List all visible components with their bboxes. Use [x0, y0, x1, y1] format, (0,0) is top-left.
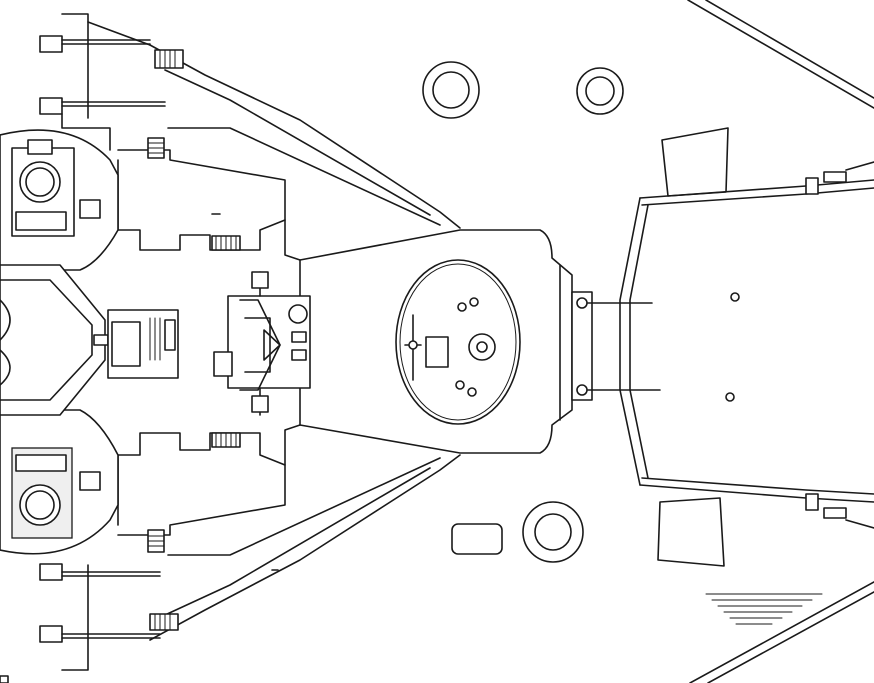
- hull-outline: [687, 0, 874, 683]
- director-platform: [395, 259, 521, 425]
- ladder: [147, 137, 241, 553]
- deck-hatching: [705, 593, 823, 625]
- forecastle-structure: [619, 127, 874, 567]
- turret-bottom: [0, 409, 119, 555]
- davit-group-top: [39, 13, 184, 151]
- breakwater: [571, 291, 661, 401]
- bridge-machinery: [213, 271, 311, 416]
- misc-marks: [0, 213, 279, 683]
- upper-deck-edge: [149, 44, 461, 641]
- deck-fittings: [422, 61, 624, 563]
- turret-top: [0, 129, 119, 271]
- forward-structure: [0, 264, 179, 416]
- davit-group-bottom: [39, 563, 179, 671]
